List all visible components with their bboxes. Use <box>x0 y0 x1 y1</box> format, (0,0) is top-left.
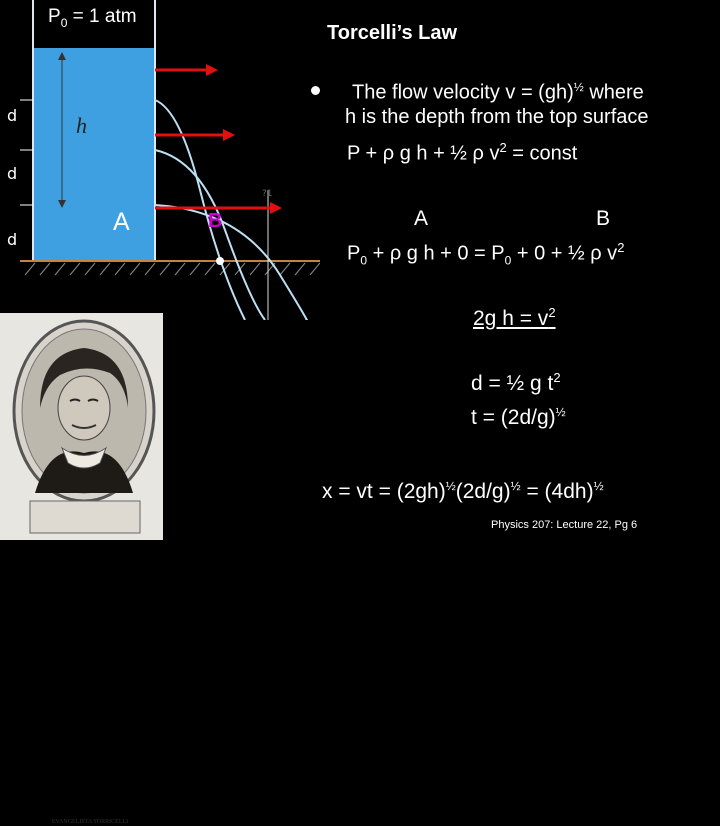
height-label: h <box>76 113 87 138</box>
bullet-line-2: h is the depth from the top surface <box>345 106 649 128</box>
height-arrow-top <box>58 52 66 60</box>
torricelli-diagram: ?1 <box>20 0 320 320</box>
point-b-label: B <box>208 210 223 232</box>
fall-distance-equation: d = ½ g t2 <box>471 370 561 395</box>
label-a: A <box>414 207 429 230</box>
tank-water <box>34 48 154 260</box>
bullet-dot <box>311 86 320 95</box>
slide-footer: Physics 207: Lecture 22, Pg 6 <box>491 519 638 531</box>
point-b-dot <box>216 257 224 265</box>
stream-1 <box>154 99 246 320</box>
bullet-line-1: The flow velocity v = (gh)½ where <box>352 80 644 104</box>
point-a-label: A <box>113 208 130 236</box>
pressure-label: P0 = 1 atm <box>48 6 137 30</box>
torricelli-portrait: EVANGELISTA TORRICELLI <box>0 313 163 825</box>
velocity-equation: 2g h = v2 <box>473 305 556 330</box>
ground-hatch <box>24 262 320 276</box>
bernoulli-a-b-equation: P0 + ρ g h + 0 = P0 + 0 + ½ ρ v2 <box>347 240 625 268</box>
depth-label-2: d <box>7 164 18 183</box>
height-arrow-bottom <box>58 200 66 208</box>
slide-title: Torcelli’s Law <box>327 22 458 44</box>
portrait-caption: EVANGELISTA TORRICELLI <box>51 819 129 825</box>
stream-2 <box>154 149 266 320</box>
velocity-arrows <box>155 64 282 214</box>
fall-time-equation: t = (2d/g)½ <box>471 405 566 429</box>
bernoulli-equation: P + ρ g h + ½ ρ v2 = const <box>347 140 578 165</box>
range-equation: x = vt = (2gh)½(2d/g)½ = (4dh)½ <box>322 479 604 503</box>
depth-label-3: d <box>7 230 18 249</box>
stream-3 <box>154 204 309 320</box>
tiny-label: ?1 <box>262 189 273 199</box>
depth-label-1: d <box>7 106 18 125</box>
label-b: B <box>596 207 611 230</box>
